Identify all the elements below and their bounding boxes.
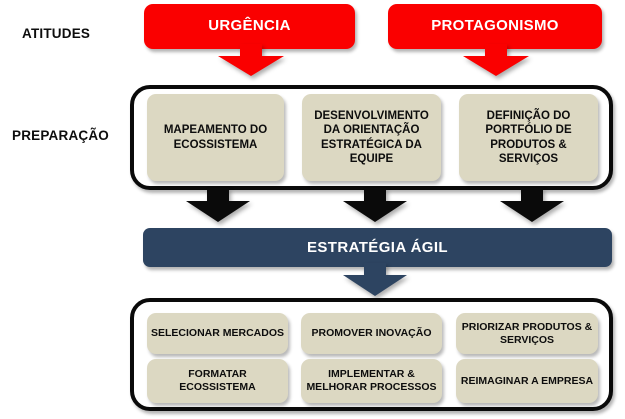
strategy-to-actions-arrow-icon: [343, 263, 407, 296]
action-card-formatar-ecossistema[interactable]: FORMATAR ECOSSISTEMA: [147, 359, 288, 403]
attitude-box-protagonismo-label: PROTAGONISMO: [431, 17, 559, 35]
attitude-box-protagonismo[interactable]: PROTAGONISMO: [388, 4, 602, 49]
strategy-banner-label: ESTRATÉGIA ÁGIL: [307, 239, 448, 256]
preparation-card-mapeamento[interactable]: MAPEAMENTO DO ECOSSISTEMA: [147, 94, 284, 181]
row-label-atitudes: ATITUDES: [22, 26, 91, 41]
strategy-banner[interactable]: ESTRATÉGIA ÁGIL: [143, 228, 612, 267]
action-card-priorizar-produtos[interactable]: PRIORIZAR PRODUTOS & SERVIÇOS: [456, 313, 598, 354]
action-card-selecionar-mercados[interactable]: SELECIONAR MERCADOS: [147, 313, 288, 354]
action-card-reimaginar-empresa-label: REIMAGINAR A EMPRESA: [460, 374, 594, 387]
preparation-card-definicao-label: DEFINIÇÃO DO PORTFÓLIO DE PRODUTOS & SER…: [485, 110, 572, 165]
action-card-promover-inovacao-label: PROMOVER INOVAÇÃO: [311, 327, 432, 340]
action-card-formatar-ecossistema-label: FORMATAR ECOSSISTEMA: [179, 368, 256, 393]
preparation-to-strategy-arrow-3-icon: [500, 188, 564, 222]
action-card-reimaginar-empresa[interactable]: REIMAGINAR A EMPRESA: [456, 359, 598, 403]
action-card-implementar-processos-label: IMPLEMENTAR & MELHORAR PROCESSOS: [306, 368, 437, 393]
preparation-to-strategy-arrow-1-icon: [186, 188, 250, 222]
preparation-card-definicao[interactable]: DEFINIÇÃO DO PORTFÓLIO DE PRODUTOS & SER…: [459, 94, 598, 181]
protagonismo-down-arrow-icon: [463, 44, 529, 76]
attitude-box-urgencia-label: URGÊNCIA: [208, 17, 291, 35]
preparation-card-desenvolvimento[interactable]: DESENVOLVIMENTO DA ORIENTAÇÃO ESTRATÉGIC…: [302, 94, 441, 181]
attitude-box-urgencia[interactable]: URGÊNCIA: [144, 4, 355, 49]
action-card-promover-inovacao[interactable]: PROMOVER INOVAÇÃO: [301, 313, 442, 354]
row-label-preparacao: PREPARAÇÃO: [12, 128, 110, 143]
action-card-implementar-processos[interactable]: IMPLEMENTAR & MELHORAR PROCESSOS: [301, 359, 442, 403]
action-card-priorizar-produtos-label: PRIORIZAR PRODUTOS & SERVIÇOS: [461, 320, 593, 346]
preparation-card-desenvolvimento-label: DESENVOLVIMENTO DA ORIENTAÇÃO ESTRATÉGIC…: [314, 110, 429, 165]
urgencia-down-arrow-icon: [218, 44, 284, 76]
preparation-to-strategy-arrow-2-icon: [343, 188, 407, 222]
action-card-selecionar-mercados-label: SELECIONAR MERCADOS: [151, 327, 285, 340]
preparation-card-mapeamento-label: MAPEAMENTO DO ECOSSISTEMA: [163, 124, 268, 151]
